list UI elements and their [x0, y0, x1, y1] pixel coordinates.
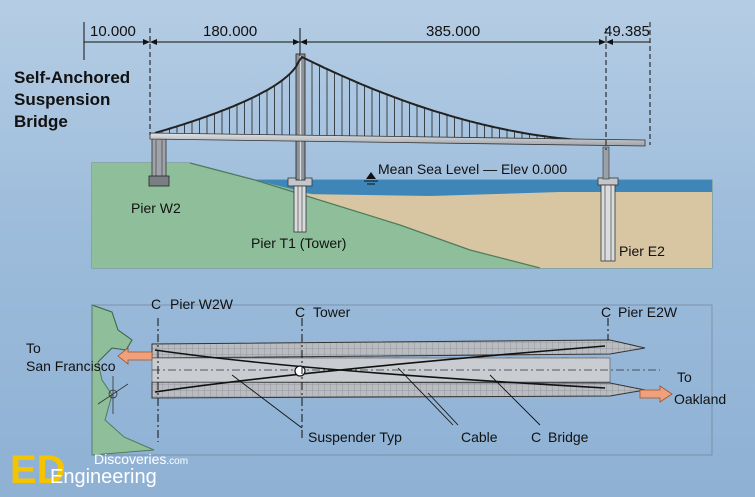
tower-plan-marker: [294, 365, 306, 377]
cl-symbol-w2w: C: [151, 296, 161, 312]
to-sf-label-1: To: [26, 340, 41, 356]
title-line-1: Self-Anchored: [14, 68, 130, 87]
bridge-label: Bridge: [548, 429, 589, 445]
to-oak-label-2: Oakland: [674, 391, 726, 407]
title-line-3: Bridge: [14, 112, 68, 131]
pier-w2w-label: Pier W2W: [170, 296, 234, 312]
dimension-3: 385.000: [426, 23, 480, 40]
suspenders: [161, 61, 598, 141]
dimension-1: 10.000: [90, 23, 136, 40]
to-oakland-arrow: [639, 385, 673, 403]
main-cable: [154, 55, 606, 142]
brand-logo-icon: ED: [10, 448, 66, 492]
plan-frame: [91, 304, 713, 456]
cable-label: Cable: [461, 429, 498, 445]
dimension-4: 49.385: [604, 23, 650, 40]
plan-deck-south: [151, 381, 646, 399]
suspender-label: Suspender Typ: [308, 429, 402, 445]
tower-label: Tower: [313, 304, 351, 320]
compass-icon: [97, 376, 129, 414]
brand-line-2: Engineering: [50, 466, 157, 488]
pier-w2-label: Pier W2: [131, 200, 181, 216]
plan-land: [91, 304, 155, 456]
brand-logo: ED Discoveries.com Engineering: [8, 448, 228, 494]
brand-line-1: Discoveries.com: [94, 451, 189, 467]
plan-centerlines: [157, 318, 609, 442]
pier-e2-label: Pier E2: [619, 243, 665, 259]
sea-level-marker: [364, 172, 378, 185]
to-sf-label-2: San Francisco: [26, 358, 116, 374]
plan-cables: [154, 345, 606, 393]
to-oak-label-1: To: [677, 369, 692, 385]
pier-t1-foundation: [287, 177, 313, 233]
cl-symbol-e2w: C: [601, 304, 611, 320]
sea-level-label: Mean Sea Level — Elev 0.000: [378, 161, 567, 177]
tower: [295, 53, 306, 181]
pier-e2w-label: Pier E2W: [618, 304, 678, 320]
elevation-deck: [149, 132, 646, 147]
cl-symbol-tower: C: [295, 304, 305, 320]
cl-symbol-bridge: C: [531, 429, 541, 445]
pier-e2: [597, 146, 619, 262]
pier-t1-label: Pier T1 (Tower): [251, 235, 346, 251]
dimension-lines: [83, 22, 651, 150]
leader-lines: [231, 367, 541, 429]
to-sf-arrow: [117, 347, 153, 365]
dimension-2: 180.000: [203, 23, 257, 40]
title-line-2: Suspension: [14, 90, 110, 109]
pier-w2: [148, 137, 170, 187]
